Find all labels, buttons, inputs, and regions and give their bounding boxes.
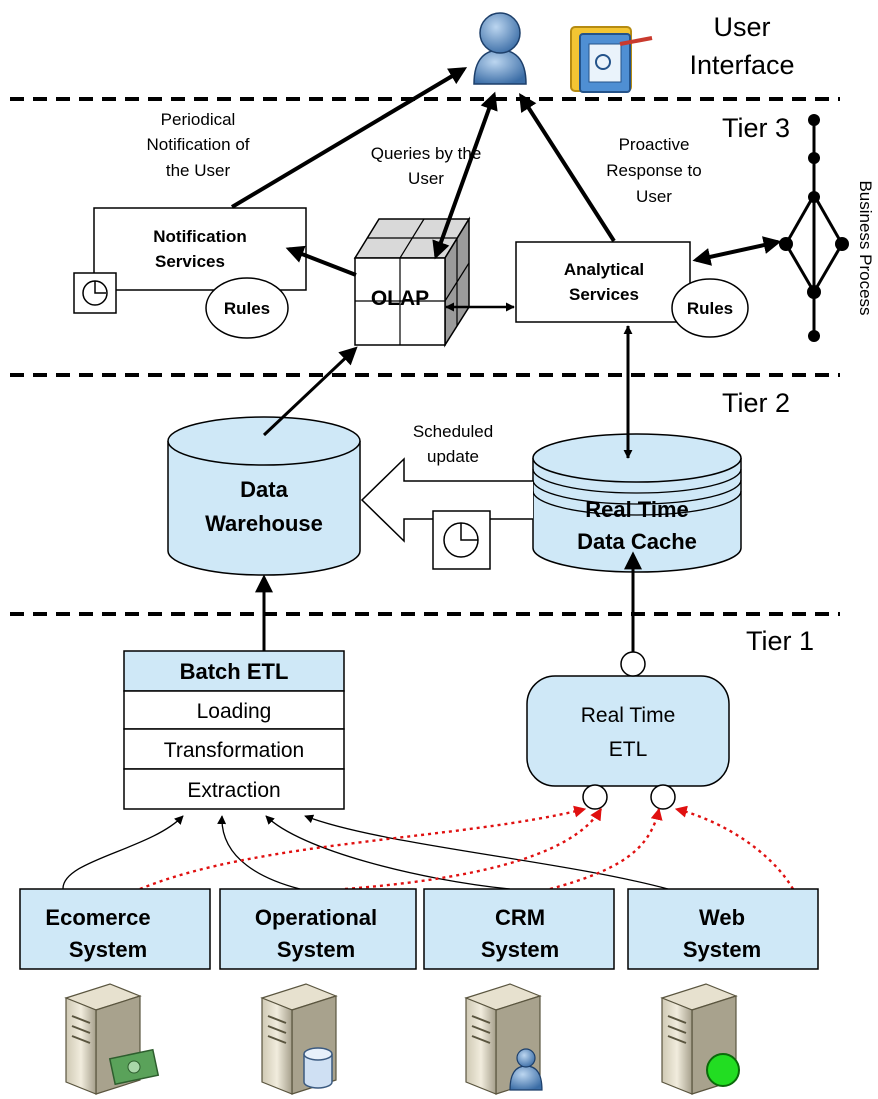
arrow-operational-extract — [217, 815, 301, 890]
olap-label: OLAP — [371, 287, 429, 310]
batch-etl-row-extraction — [123, 768, 345, 810]
real-time-etl-label-line1: Real Time — [581, 704, 676, 727]
operational-system-label-line1: Operational — [255, 905, 377, 930]
ecomerce-system-label-line1: Ecomerce — [45, 905, 150, 930]
queries-note-line1: Queries by the — [371, 144, 482, 163]
real-time-etl-label-line2: ETL — [609, 738, 648, 761]
scheduled-note-line1: Scheduled — [413, 422, 493, 441]
data-cache-label-line1: Real Time — [585, 497, 689, 522]
arrow-analytical-to-user — [519, 92, 616, 243]
business-process-label: Business Process — [856, 180, 875, 315]
proactive-note-line2: Response to — [606, 161, 701, 180]
arrow-notification-to-user — [230, 67, 468, 209]
user-icon — [473, 12, 527, 85]
proactive-note-line1: Proactive — [619, 135, 690, 154]
analytical-services-label-line1: Analytical — [564, 260, 644, 279]
batch-etl-row-loading — [123, 690, 345, 730]
database-icon — [303, 1047, 333, 1089]
operational-system-box — [219, 888, 417, 970]
rt-flow-crm — [549, 807, 663, 891]
periodical-note-line3: the User — [166, 161, 231, 180]
data-warehouse-label-line1: Data — [240, 477, 288, 502]
arrow-warehouse-to-olap — [262, 346, 358, 437]
rt-etl-input-port-left — [582, 784, 608, 810]
tier1-label: Tier 1 — [746, 626, 814, 656]
analytical-services-box — [515, 241, 691, 323]
queries-note-line2: User — [408, 169, 444, 188]
web-system-label-line1: Web — [699, 905, 745, 930]
arrow-crm-extract — [265, 815, 511, 890]
application-icon — [570, 26, 653, 93]
batch-etl-title: Batch ETL — [180, 659, 289, 684]
batch-etl-extraction: Extraction — [187, 779, 280, 802]
tier2-label: Tier 2 — [722, 388, 790, 418]
notification-services-box — [93, 207, 307, 291]
web-system-box — [627, 888, 819, 970]
rt-flow-operational — [344, 807, 603, 891]
ecomerce-system-box — [19, 888, 211, 970]
ecomerce-system-label-line2: System — [69, 937, 147, 962]
arrow-olap-to-notification — [285, 245, 357, 277]
operational-system-label-line2: System — [277, 937, 355, 962]
crm-system-box — [423, 888, 615, 970]
data-cache-label-line2: Data Cache — [577, 529, 697, 554]
rt-etl-output-port — [620, 651, 646, 677]
analytical-services-label-line2: Services — [569, 285, 639, 304]
batch-etl-row-transformation — [123, 728, 345, 770]
real-time-etl-box — [526, 675, 730, 787]
user-interface-label-line2: Interface — [689, 50, 794, 80]
rules-right-ellipse — [671, 278, 749, 338]
web-system-label-line2: System — [683, 937, 761, 962]
user-interface-label-line1: User — [713, 12, 770, 42]
rules-left-ellipse — [205, 277, 289, 339]
crm-system-label-line2: System — [481, 937, 559, 962]
timer-icon-notification — [73, 272, 117, 314]
tier3-label: Tier 3 — [722, 113, 790, 143]
notification-services-label-line1: Notification — [153, 227, 247, 246]
arrow-web-extract — [304, 814, 669, 890]
scheduled-update-arrow — [360, 457, 533, 543]
periodical-note-line2: Notification of — [147, 135, 250, 154]
notification-services-label-line2: Services — [155, 252, 225, 271]
batch-etl-loading: Loading — [197, 700, 272, 723]
data-warehouse-label-line2: Warehouse — [205, 511, 323, 536]
arrow-analytical-business-process — [692, 236, 782, 266]
business-process-graph — [779, 114, 849, 342]
arrow-ecomerce-extract — [62, 815, 184, 890]
scheduled-note-line2: update — [427, 447, 479, 466]
globe-icon — [706, 1053, 740, 1087]
batch-etl-transformation: Transformation — [164, 739, 304, 762]
rt-etl-input-port-right — [650, 784, 676, 810]
arrow-olap-user — [432, 91, 498, 260]
rules-right-label: Rules — [687, 299, 733, 318]
server-icon-web — [660, 983, 738, 1095]
periodical-note-line1: Periodical — [161, 110, 236, 129]
olap-cube — [353, 216, 471, 348]
real-time-data-cache-cylinder — [532, 433, 742, 573]
proactive-note-line3: User — [636, 187, 672, 206]
rt-flow-ecomerce — [139, 805, 587, 891]
money-icon — [108, 1048, 160, 1086]
user-badge-icon — [509, 1048, 543, 1091]
rules-left-label: Rules — [224, 299, 270, 318]
rt-flow-web — [674, 805, 795, 890]
timer-icon-scheduled — [432, 510, 491, 570]
data-warehouse-cylinder — [167, 416, 361, 576]
crm-system-label-line1: CRM — [495, 905, 545, 930]
